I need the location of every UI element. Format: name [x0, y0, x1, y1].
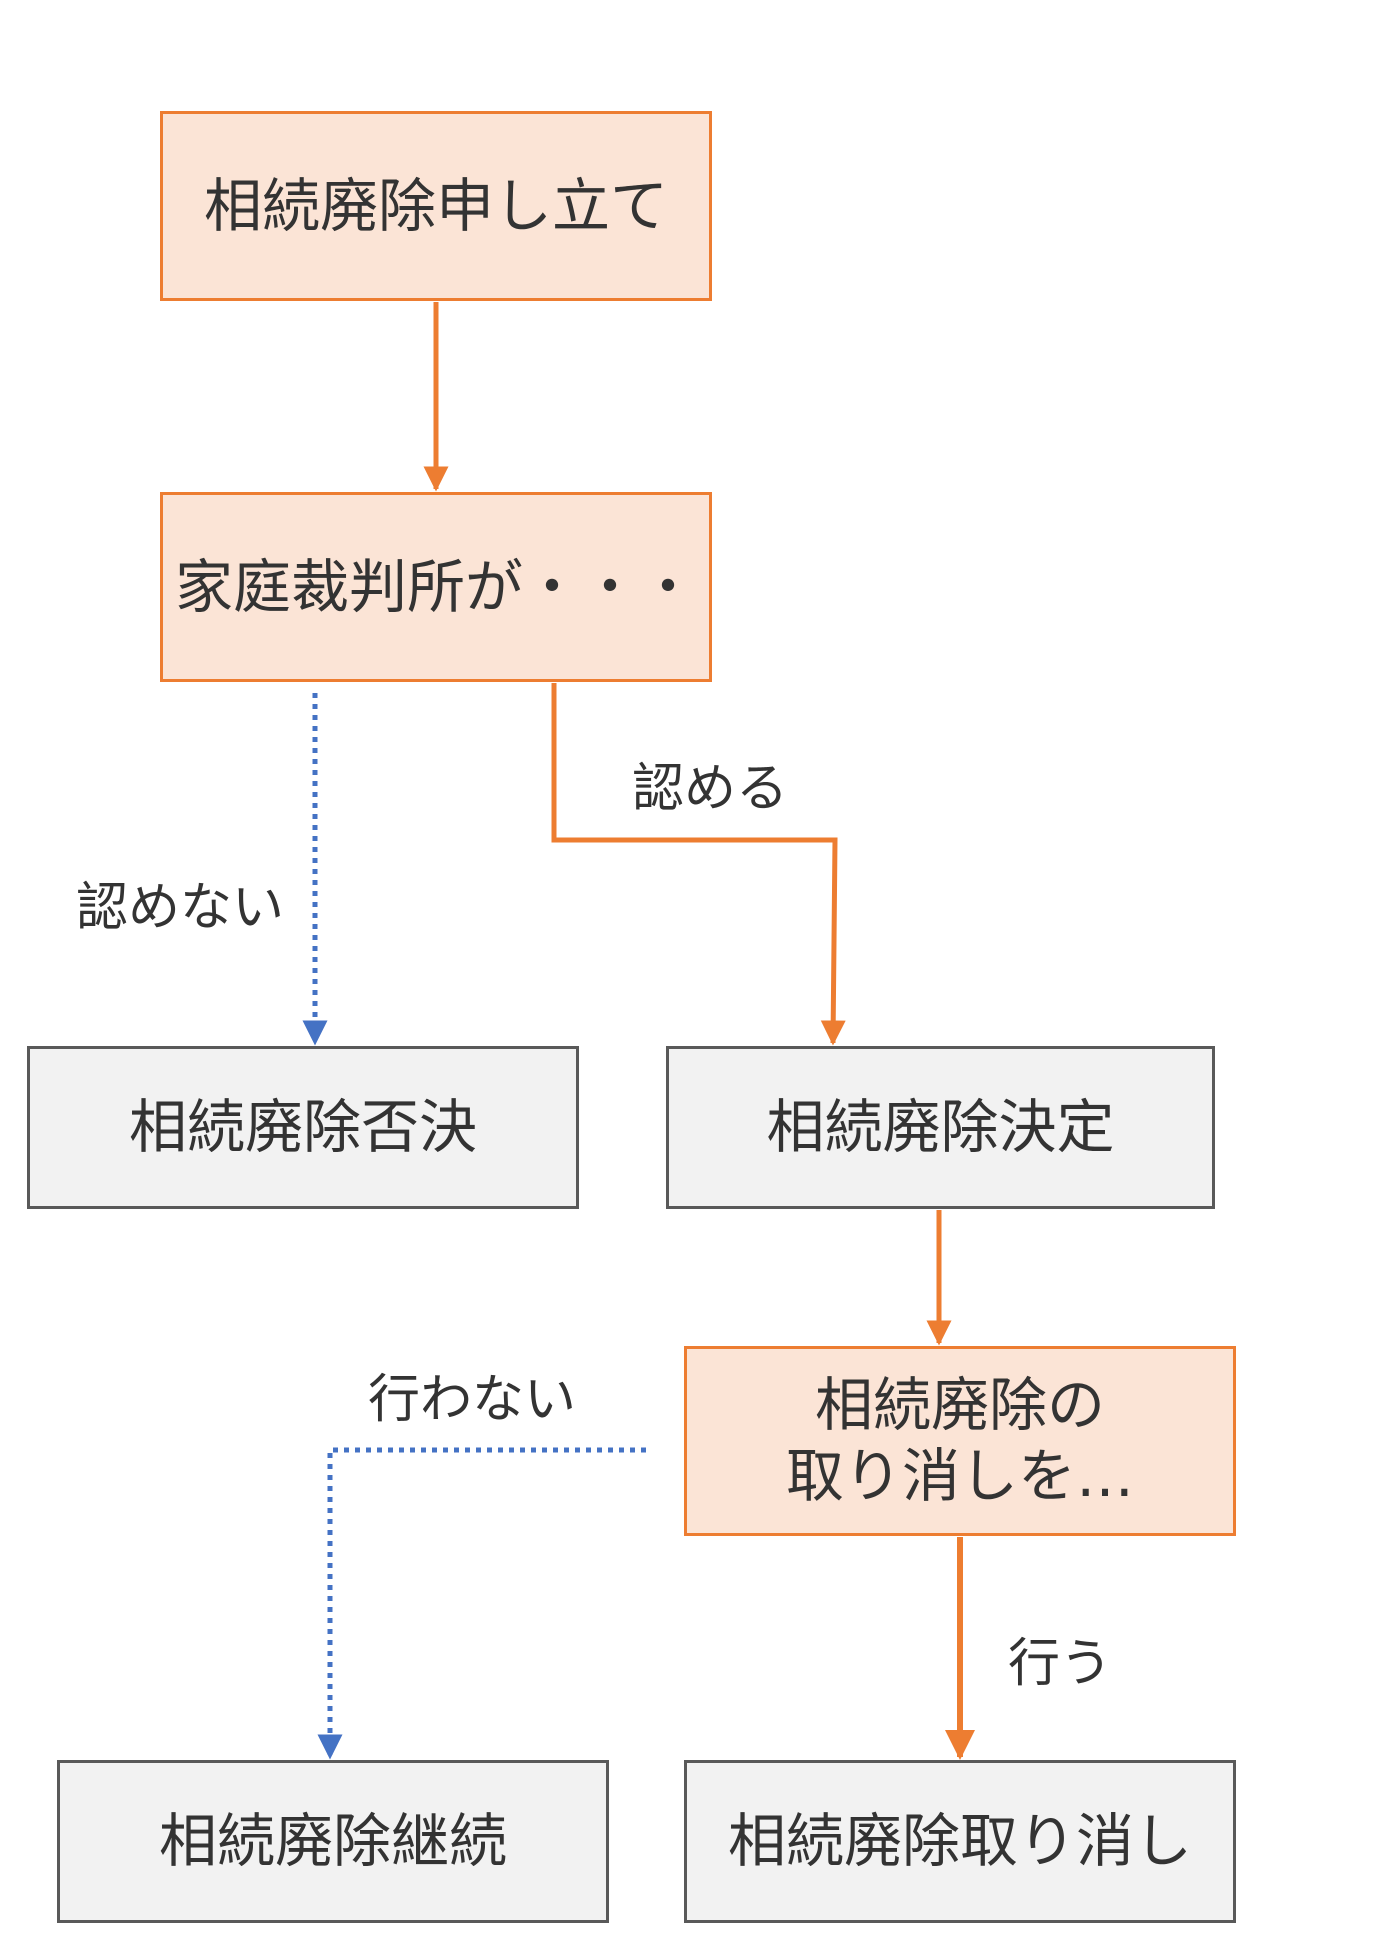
- edge-label-perform: 行う: [1008, 1634, 1113, 1694]
- node-petition: 相続廃除申し立て: [160, 111, 712, 301]
- edge-label-not-approve: 認めない: [76, 878, 285, 938]
- connector-court-to-decided: [551, 683, 846, 1046]
- node-revocation-question: 相続廃除の 取り消しを…: [684, 1346, 1236, 1536]
- node-family-court: 家庭裁判所が・・・: [160, 492, 712, 682]
- node-continued: 相続廃除継続: [57, 1760, 609, 1923]
- edge-label-not-perform: 行わない: [368, 1370, 577, 1430]
- node-decided: 相続廃除決定: [666, 1046, 1215, 1209]
- edge-label-approve: 認める: [632, 759, 789, 819]
- node-revoked: 相続廃除取り消し: [684, 1760, 1236, 1923]
- connector-revocation-to-continued: [317, 1447, 646, 1760]
- node-rejected: 相続廃除否決: [27, 1046, 579, 1209]
